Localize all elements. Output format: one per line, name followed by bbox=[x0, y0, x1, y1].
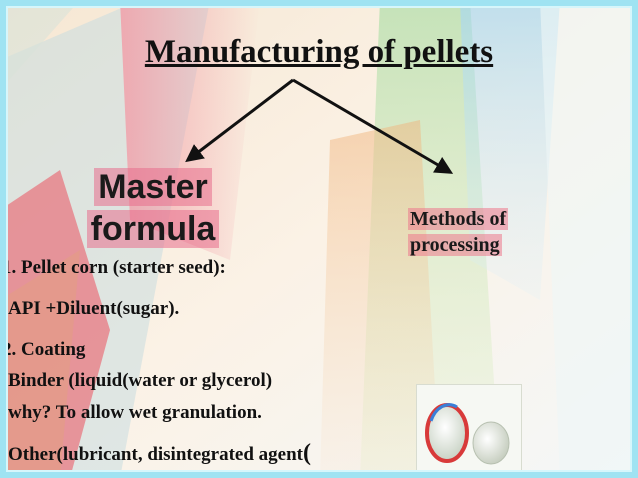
item-other: Other(lubricant, disintegrated agent( bbox=[8, 440, 311, 467]
item-coating: 2. Coating bbox=[2, 339, 86, 360]
master-formula-line2: formula bbox=[86, 210, 220, 248]
item-why: why? To allow wet granulation. bbox=[8, 402, 262, 423]
item-other-paren: ( bbox=[303, 440, 312, 466]
item-binder: Binder (liquid(water or glycerol) bbox=[8, 370, 273, 391]
methods-line1: Methods of bbox=[408, 208, 509, 230]
arrow-to-methods bbox=[292, 78, 454, 174]
master-formula-label: Master formula bbox=[78, 166, 228, 250]
arrow-to-master-formula bbox=[185, 78, 294, 163]
item-pellet-corn: 1. Pellet corn (starter seed): bbox=[2, 257, 226, 278]
pellet-image bbox=[416, 384, 522, 472]
methods-label: Methods of processing bbox=[408, 206, 538, 258]
methods-line2: processing bbox=[408, 234, 502, 256]
slide-title: Manufacturing of pellets bbox=[144, 34, 494, 70]
item-other-text: Other(lubricant, disintegrated agent bbox=[8, 444, 304, 465]
item-pellet-corn-detail: API +Diluent(sugar). bbox=[8, 298, 180, 319]
master-formula-line1: Master bbox=[94, 168, 212, 206]
